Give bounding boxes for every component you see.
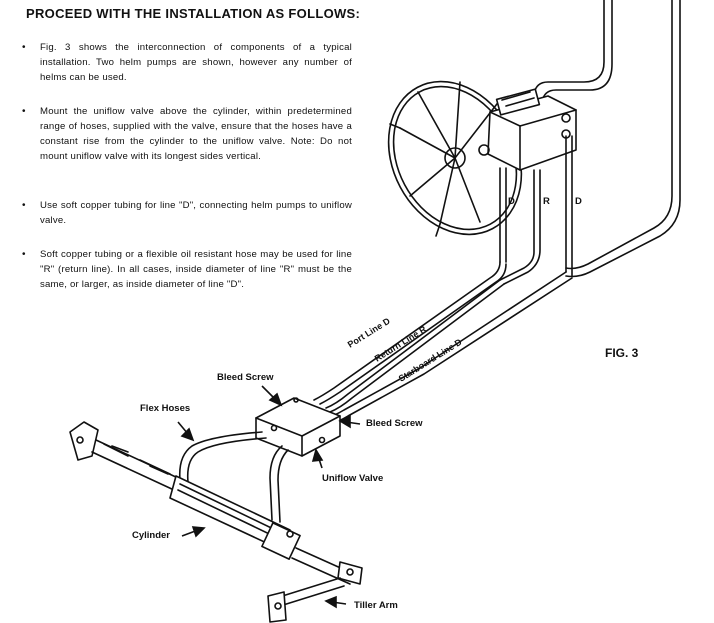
label-tiller-arm: Tiller Arm <box>354 600 398 611</box>
bullet-text: Mount the uniflow valve above the cylind… <box>40 106 352 162</box>
bullet-text: Use soft copper tubing for line "D", con… <box>40 200 352 226</box>
arrow-bleed-screw-top <box>261 385 283 407</box>
bullet-dot: • <box>22 249 26 260</box>
bullet-dot: • <box>22 200 26 211</box>
pump-tubes <box>499 135 573 285</box>
label-r-mid: R <box>543 196 550 207</box>
flex-hoses <box>178 431 289 523</box>
arrow-cylinder <box>181 526 206 538</box>
label-bleed-screw-right: Bleed Screw <box>366 418 423 429</box>
label-bleed-screw-top: Bleed Screw <box>217 372 274 383</box>
label-cylinder: Cylinder <box>132 530 170 541</box>
bullet-text: Soft copper tubing or a flexible oil res… <box>40 249 352 290</box>
figure-label: FIG. 3 <box>605 346 639 360</box>
instructions-heading: PROCEED WITH THE INSTALLATION AS FOLLOWS… <box>26 6 361 21</box>
arrow-bleed-screw-right <box>338 414 361 429</box>
arrow-tiller-arm <box>324 595 347 609</box>
return-line-r <box>325 279 505 413</box>
tiller-arm-shape <box>267 561 363 623</box>
label-port-line: Port Line D <box>346 316 392 350</box>
arrow-uniflow-valve <box>311 447 324 469</box>
label-uniflow-valve: Uniflow Valve <box>322 473 383 484</box>
bullet-dot: • <box>22 106 26 117</box>
bullet-1: • Fig. 3 shows the interconnection of co… <box>22 40 352 85</box>
helm-pump <box>478 88 577 171</box>
label-d-left: D <box>508 196 515 207</box>
label-flex-hoses: Flex Hoses <box>140 403 190 414</box>
uniflow-valve-block <box>255 397 341 457</box>
bullet-2: • Mount the uniflow valve above the cyli… <box>22 104 352 164</box>
label-d-right: D <box>575 196 582 207</box>
port-line-d <box>313 261 507 405</box>
bullet-dot: • <box>22 42 26 53</box>
arrow-flex-hoses <box>177 421 195 442</box>
bullet-4: • Soft copper tubing or a flexible oil r… <box>22 247 352 292</box>
cylinder-assembly <box>69 421 355 585</box>
bullet-text: Fig. 3 shows the interconnection of comp… <box>40 42 352 83</box>
bullet-3: • Use soft copper tubing for line "D", c… <box>22 198 352 228</box>
